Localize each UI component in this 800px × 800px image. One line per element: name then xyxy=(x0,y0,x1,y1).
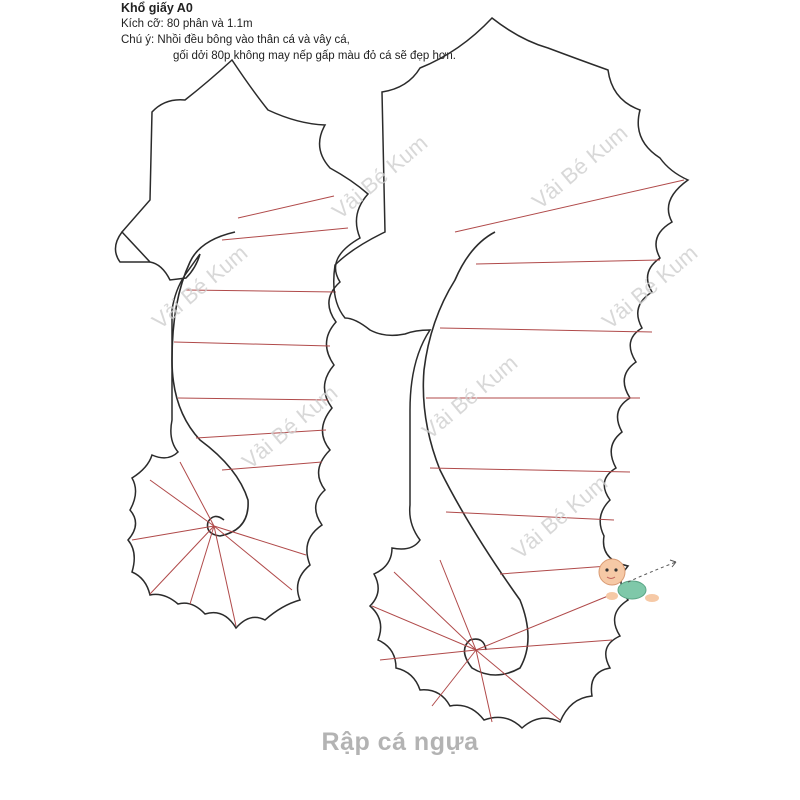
pattern-caption: Rập cá ngựa xyxy=(321,728,479,756)
large-seahorse xyxy=(333,16,690,730)
watermark-text: Vải Bé Kum xyxy=(597,240,702,334)
watermark-text: Vải Bé Kum xyxy=(327,130,432,224)
large-tail-fold-lines xyxy=(371,559,613,723)
watermark-text: Vải Bé Kum xyxy=(507,470,612,564)
watermarks: Vải Bé Kum Vải Bé Kum Vải Bé Kum Vải Bé … xyxy=(147,120,702,564)
small-tail-fold-lines xyxy=(131,461,307,627)
small-body-fold-lines xyxy=(173,195,349,471)
note-line-1: Chú ý: Nhồi đều bông vào thân cá và vây … xyxy=(121,34,350,46)
watermark-text: Vải Bé Kum xyxy=(237,380,342,474)
watermark-text: Vải Bé Kum xyxy=(527,120,632,214)
small-seahorse-spine xyxy=(171,231,249,537)
small-seahorse xyxy=(114,58,370,630)
pattern-header: Khổ giấy A0 Kích cỡ: 80 phân và 1.1m Chú… xyxy=(121,0,456,64)
note-line-2: gối dởi 80p không may nếp gấp màu đỏ cá … xyxy=(173,50,456,62)
crawling-baby-icon xyxy=(598,558,677,602)
size-line: Kích cỡ: 80 phân và 1.1m xyxy=(121,18,253,30)
paper-size-title: Khổ giấy A0 xyxy=(121,1,193,15)
large-seahorse-spine xyxy=(422,231,529,676)
large-body-fold-lines xyxy=(426,179,685,575)
small-seahorse-snout xyxy=(114,231,150,263)
large-seahorse-outline xyxy=(333,16,690,730)
small-seahorse-outline xyxy=(120,58,370,630)
watermark-text: Vải Bé Kum xyxy=(417,350,522,444)
